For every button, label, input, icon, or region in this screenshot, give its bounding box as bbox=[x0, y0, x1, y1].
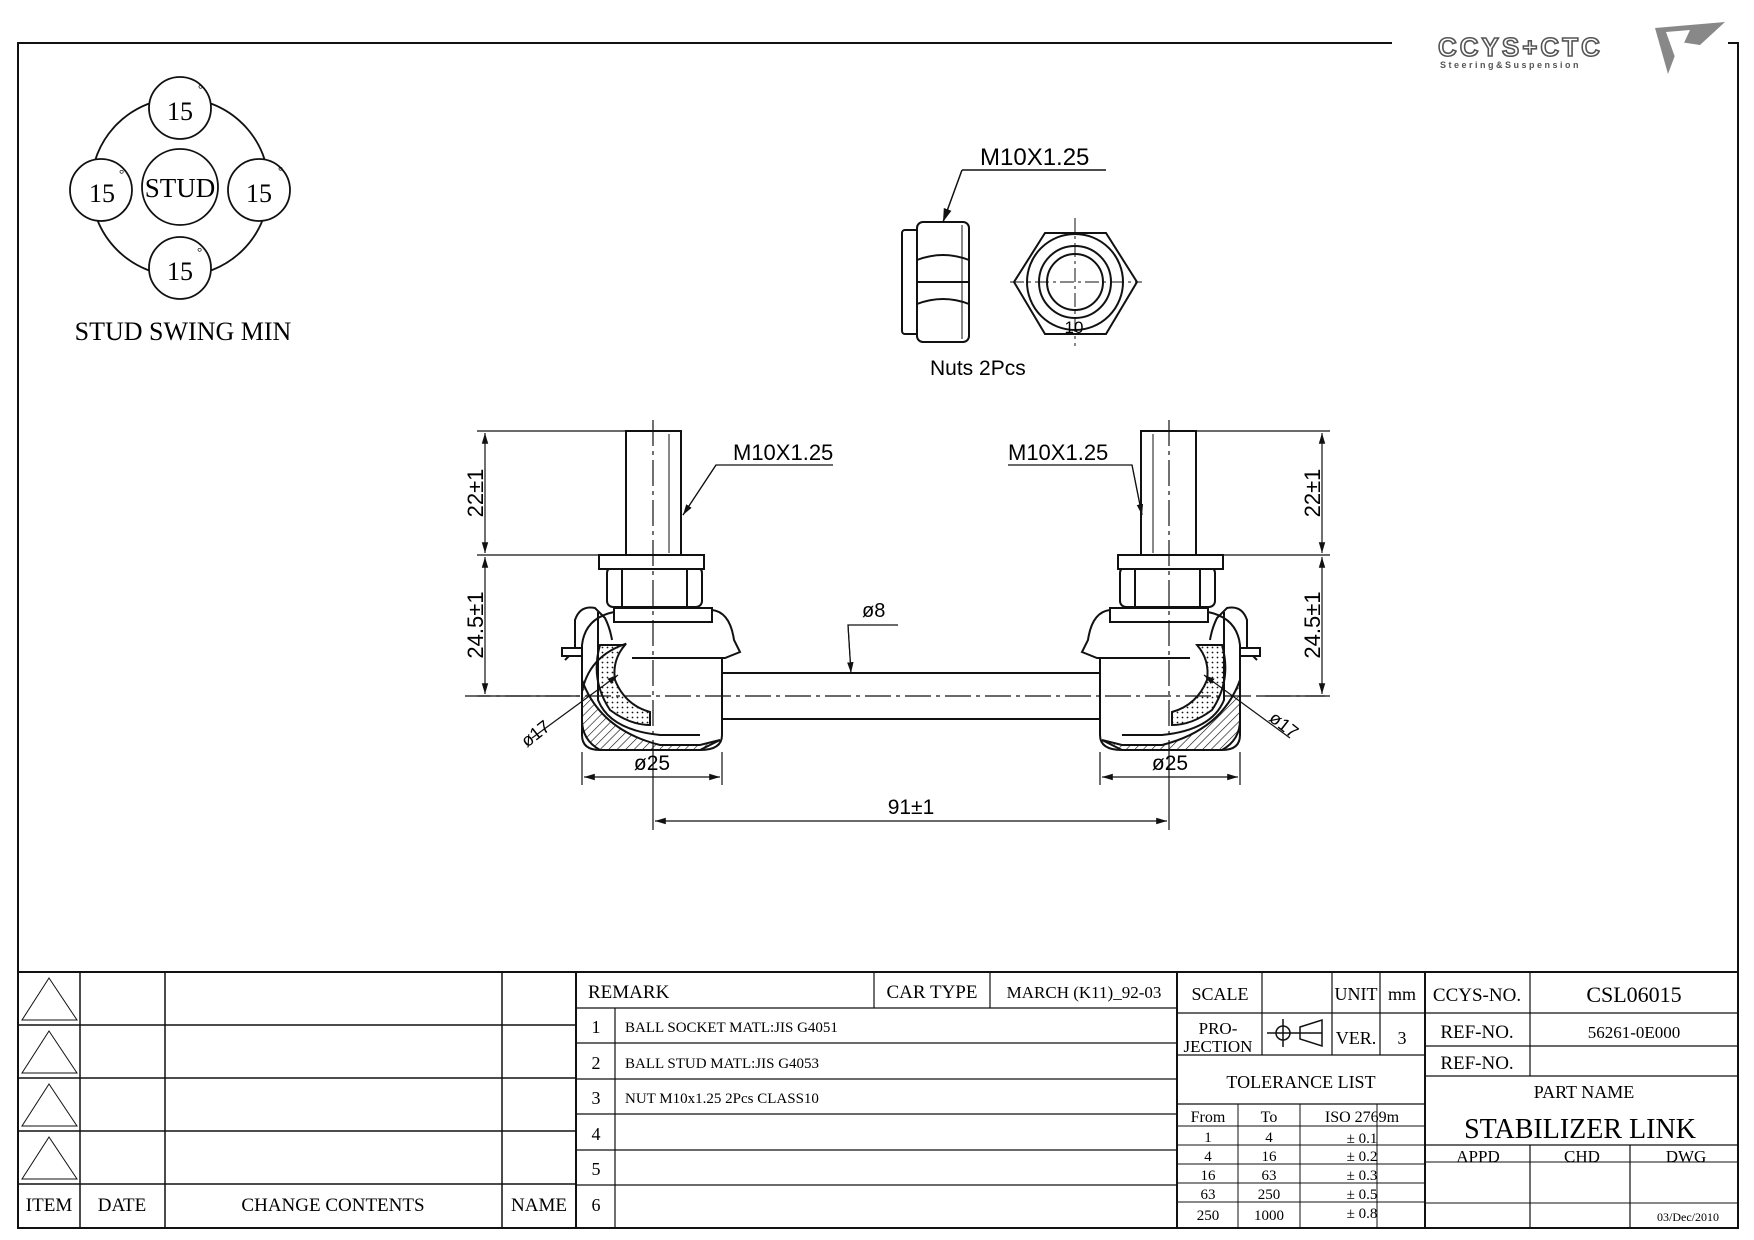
swing-angle-top: 15 bbox=[167, 97, 193, 126]
ref-no-label-2: REF-NO. bbox=[1440, 1053, 1513, 1074]
nut-thread-label: M10X1.25 bbox=[980, 144, 1089, 171]
tolerance-to: 16 bbox=[1262, 1149, 1278, 1165]
nut-front-view bbox=[1010, 218, 1142, 346]
unit-value: mm bbox=[1388, 984, 1416, 1004]
housing-diameter-left: ø25 bbox=[634, 752, 670, 775]
remark-row-text: NUT M10x1.25 2Pcs CLASS10 bbox=[625, 1091, 819, 1107]
housing-diameter-right: ø25 bbox=[1152, 752, 1188, 775]
thread-label-right: M10X1.25 bbox=[1008, 440, 1108, 465]
ref-no-label: REF-NO. bbox=[1440, 1022, 1513, 1043]
remark-row-number: 2 bbox=[592, 1053, 601, 1073]
tolerance-from: 4 bbox=[1204, 1149, 1212, 1165]
rod-diameter-label: ø8 bbox=[862, 600, 885, 622]
projection-label: PRO- bbox=[1199, 1019, 1238, 1038]
dimension-lines bbox=[477, 430, 1330, 830]
dwg-label: DWG bbox=[1666, 1147, 1707, 1166]
version-label: VER. bbox=[1336, 1028, 1377, 1048]
degree-symbol: ° bbox=[198, 81, 203, 96]
chd-label: CHD bbox=[1564, 1147, 1600, 1166]
remark-row-number: 4 bbox=[592, 1124, 601, 1144]
tolerance-value: ± 0.1 bbox=[1347, 1131, 1378, 1147]
car-type-value: MARCH (K11)_92-03 bbox=[1007, 983, 1162, 1002]
nut-size-label: 10 bbox=[1065, 318, 1084, 337]
rev-header-item: ITEM bbox=[26, 1195, 73, 1216]
remark-row-number: 6 bbox=[592, 1195, 601, 1215]
tolerance-to: 4 bbox=[1265, 1130, 1273, 1146]
remark-row-text: BALL STUD MATL:JIS G4053 bbox=[625, 1056, 819, 1072]
tolerance-to: 1000 bbox=[1254, 1208, 1284, 1224]
nut-caption: Nuts 2Pcs bbox=[930, 357, 1026, 380]
remark-header: REMARK bbox=[588, 982, 670, 1003]
swing-angle-bottom: 15 bbox=[167, 257, 193, 286]
nut-side-view bbox=[901, 221, 970, 343]
center-lines bbox=[465, 420, 1325, 760]
height-left: 24.5±1 bbox=[463, 591, 488, 658]
tolerance-from: 250 bbox=[1197, 1208, 1220, 1224]
projection-label: JECTION bbox=[1184, 1037, 1253, 1056]
degree-symbol: ° bbox=[197, 244, 202, 259]
tolerance-header-from: From bbox=[1191, 1109, 1226, 1126]
ball-diameter-right: ø17 bbox=[1266, 707, 1303, 742]
rev-header-date: DATE bbox=[98, 1195, 147, 1216]
part-name-label: PART NAME bbox=[1534, 1082, 1634, 1102]
projection-symbol-icon bbox=[1267, 1018, 1323, 1048]
brand-logo: CCYS+CTC Steering&Suspension bbox=[1437, 22, 1725, 74]
logo-tagline: Steering&Suspension bbox=[1440, 60, 1581, 70]
tolerance-value: ± 0.2 bbox=[1347, 1149, 1378, 1165]
remark-row-text: BALL SOCKET MATL:JIS G4051 bbox=[625, 1020, 838, 1036]
tolerance-title: TOLERANCE LIST bbox=[1226, 1072, 1375, 1092]
tolerance-to: 250 bbox=[1258, 1187, 1281, 1203]
part-name-value: STABILIZER LINK bbox=[1464, 1114, 1696, 1145]
tolerance-from: 63 bbox=[1201, 1187, 1216, 1203]
unit-label: UNIT bbox=[1335, 984, 1378, 1004]
nut-leader-line bbox=[942, 169, 963, 223]
appd-label: APPD bbox=[1456, 1147, 1499, 1166]
title-block-grid bbox=[18, 971, 1738, 1228]
sheet-border bbox=[17, 42, 1739, 1229]
tolerance-header-iso: ISO 2769m bbox=[1325, 1109, 1400, 1126]
stud-length-left: 22±1 bbox=[463, 469, 488, 518]
stud-swing-diagram bbox=[69, 76, 291, 300]
swing-center-label: STUD bbox=[145, 173, 216, 203]
degree-symbol: ° bbox=[119, 166, 124, 181]
drawing-date: 03/Dec/2010 bbox=[1657, 1210, 1719, 1224]
stabilizer-link-drawing bbox=[561, 430, 1261, 751]
rev-header-contents: CHANGE CONTENTS bbox=[241, 1195, 424, 1216]
swing-angle-right: 15 bbox=[246, 179, 272, 208]
center-distance-label: 91±1 bbox=[888, 796, 935, 819]
ball-diameter-left: ø17 bbox=[517, 716, 554, 751]
tolerance-from: 1 bbox=[1204, 1130, 1212, 1146]
scale-label: SCALE bbox=[1191, 984, 1248, 1004]
ccys-no-label: CCYS-NO. bbox=[1433, 985, 1521, 1006]
stud-length-right: 22±1 bbox=[1300, 469, 1325, 518]
car-type-label: CAR TYPE bbox=[887, 982, 978, 1003]
remark-row-number: 3 bbox=[592, 1088, 601, 1108]
tolerance-value: ± 0.5 bbox=[1347, 1187, 1378, 1203]
tolerance-header-to: To bbox=[1261, 1109, 1278, 1126]
swing-angle-left: 15 bbox=[89, 179, 115, 208]
rev-header-name: NAME bbox=[511, 1195, 567, 1216]
tolerance-from: 16 bbox=[1201, 1168, 1217, 1184]
ref-no-value: 56261-0E000 bbox=[1588, 1023, 1681, 1042]
degree-symbol: ° bbox=[278, 163, 283, 178]
remark-row-number: 1 bbox=[592, 1017, 601, 1037]
tolerance-value: ± 0.3 bbox=[1347, 1168, 1378, 1184]
ccys-no-value: CSL06015 bbox=[1586, 982, 1681, 1007]
logo-swoosh-icon bbox=[1655, 22, 1725, 74]
tolerance-to: 63 bbox=[1262, 1168, 1277, 1184]
version-value: 3 bbox=[1398, 1028, 1407, 1048]
tolerance-value: ± 0.8 bbox=[1347, 1206, 1378, 1222]
swing-caption: STUD SWING MIN bbox=[75, 317, 292, 346]
remark-row-number: 5 bbox=[592, 1159, 601, 1179]
logo-brand-text: CCYS+CTC bbox=[1438, 32, 1603, 62]
thread-label-left: M10X1.25 bbox=[733, 440, 833, 465]
height-right: 24.5±1 bbox=[1300, 591, 1325, 658]
